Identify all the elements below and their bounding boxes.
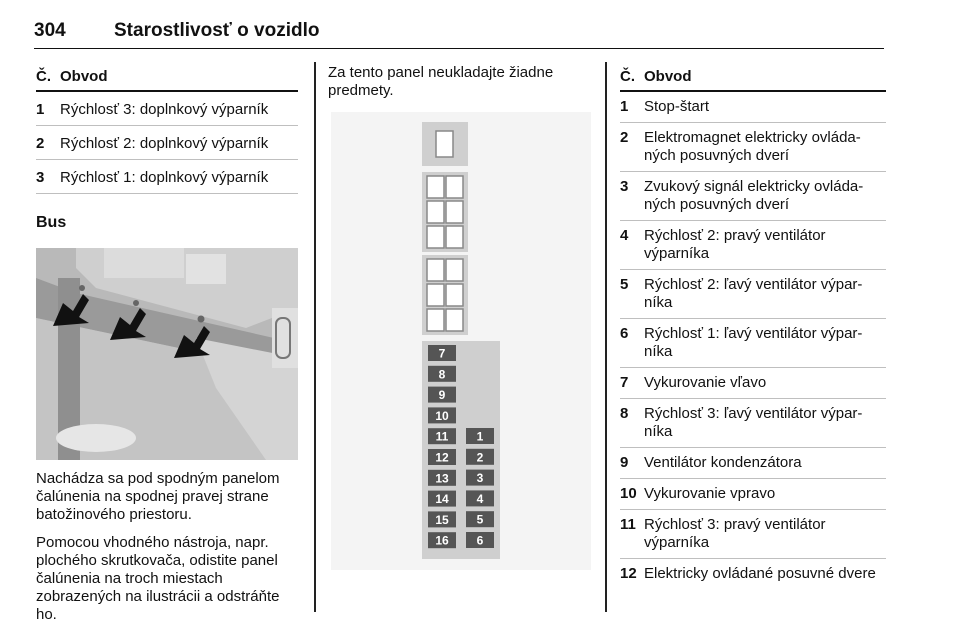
table-row: 2 Rýchlosť 2: doplnkový výparník	[36, 126, 298, 160]
row-number: 9	[620, 454, 629, 471]
middle-column: Za tento panel neukladajte žiadne predme…	[328, 64, 590, 100]
row-text: Rýchlosť 3: pravý ventilátor výparníka	[644, 516, 826, 551]
row-number: 7	[620, 374, 629, 391]
fuse-slot	[428, 532, 456, 549]
fuse-label: 8	[439, 367, 446, 381]
fuse-slot	[428, 511, 456, 528]
row-number: 3	[36, 169, 45, 186]
trim-panel-illustration	[36, 248, 298, 460]
fuse-label: 15	[435, 513, 449, 527]
row-number: 10	[620, 485, 637, 502]
row-number: 1	[36, 101, 45, 118]
col-num-header: Č.	[620, 68, 635, 85]
table-header: Č. Obvod	[36, 68, 298, 92]
row-number: 2	[36, 135, 45, 152]
row-number: 5	[620, 276, 629, 293]
row-text: Vykurovanie vpravo	[644, 485, 776, 502]
row-text: Elektromagnet elektricky ovláda-ných pos…	[644, 129, 861, 164]
fuse-slot	[428, 428, 456, 445]
page-title: Starostlivosť o vozidlo	[114, 20, 320, 41]
location-paragraph: Nachádza sa pod spodným panelom čalúneni…	[36, 470, 280, 523]
table-row: 5 Rýchlosť 2: ľavý ventilátor výpar-níka	[620, 270, 886, 319]
fuse-slot	[466, 469, 494, 486]
row-number: 2	[620, 129, 629, 146]
row-number: 1	[620, 98, 629, 115]
fuse-slot	[428, 469, 456, 486]
instruction-paragraph: Pomocou vhodného nástroja, napr. plochéh…	[36, 534, 280, 623]
row-number: 11	[620, 516, 636, 533]
fuse-label: 4	[477, 492, 484, 506]
fuse-label: 11	[436, 430, 449, 444]
fuse-label: 14	[435, 492, 449, 506]
fuse-slot	[466, 428, 494, 444]
row-text: Ventilátor kondenzátora	[644, 454, 802, 471]
row-text: Elektricky ovládané posuvné dvere	[644, 565, 876, 582]
row-number: 4	[620, 227, 629, 244]
fuse-slot	[466, 490, 494, 507]
table-row: 1 Rýchlosť 3: doplnkový výparník	[36, 92, 298, 126]
bus-heading: Bus	[36, 214, 67, 231]
fuse-label: 13	[435, 471, 449, 485]
right-column: Č. Obvod 1 Stop-štart 2 Elektromagnet elek…	[620, 64, 886, 589]
fuse-label: 3	[477, 471, 484, 485]
row-text: Rýchlosť 2: ľavý ventilátor výpar-níka	[644, 276, 863, 311]
fuse-label: 2	[477, 450, 484, 464]
page-number: 304	[34, 20, 66, 41]
row-number: 12	[620, 565, 637, 582]
fuse-slot	[466, 448, 494, 465]
fuse-slot	[428, 386, 456, 403]
table-row: 8 Rýchlosť 3: ľavý ventilátor výpar-níka	[620, 399, 886, 448]
table-row: 10 Vykurovanie vpravo	[620, 479, 886, 510]
col-circuit-header: Obvod	[60, 68, 108, 85]
table-row: 3 Rýchlosť 1: doplnkový výparník	[36, 160, 298, 194]
col-circuit-header: Obvod	[644, 68, 692, 85]
fuse-slot	[428, 345, 456, 361]
table-row: 4 Rýchlosť 2: pravý ventilátor výparníka	[620, 221, 886, 270]
row-number: 6	[620, 325, 629, 342]
column-divider	[314, 62, 316, 612]
row-text: Stop-štart	[644, 98, 710, 115]
row-text: Rýchlosť 1: ľavý ventilátor výpar-níka	[644, 325, 863, 360]
fuse-slot	[466, 511, 494, 528]
row-text: Rýchlosť 1: doplnkový výparník	[60, 169, 269, 186]
fuse-label: 1	[477, 430, 484, 444]
row-text: Vykurovanie vľavo	[644, 374, 767, 391]
table-row: 7 Vykurovanie vľavo	[620, 368, 886, 399]
table-row: 12 Elektricky ovládané posuvné dvere	[620, 559, 886, 589]
table-row: 9 Ventilátor kondenzátora	[620, 448, 886, 479]
fuse-label: 9	[439, 388, 446, 402]
row-text: Rýchlosť 2: pravý ventilátor výparníka	[644, 227, 826, 262]
row-text: Rýchlosť 3: ľavý ventilátor výpar-níka	[644, 405, 863, 440]
left-column: Č. Obvod 1 Rýchlosť 3: doplnkový výparní…	[36, 64, 298, 624]
fuse-label: 7	[439, 347, 446, 361]
table-row: 1 Stop-štart	[620, 92, 886, 123]
fuse-label: 6	[477, 534, 484, 548]
fuse-slot	[428, 449, 456, 465]
row-text: Rýchlosť 3: doplnkový výparník	[60, 101, 269, 118]
row-number: 8	[620, 405, 629, 422]
table-row: 11 Rýchlosť 3: pravý ventilátor výparníka	[620, 510, 886, 559]
table-header: Č. Obvod	[620, 68, 886, 92]
fuse-label: 12	[435, 451, 449, 465]
page-header: 304 Starostlivosť o vozidlo	[34, 20, 884, 49]
fuse-slot	[428, 407, 456, 424]
fuse-slot	[428, 490, 456, 507]
fuse-label: 5	[477, 513, 484, 527]
fuse-slot	[428, 365, 456, 382]
table-row: 2 Elektromagnet elektricky ovláda-ných po…	[620, 123, 886, 172]
table-row: 3 Zvukový signál elektricky ovláda-ných p…	[620, 172, 886, 221]
fuse-label: 16	[435, 534, 449, 548]
col-num-header: Č.	[36, 68, 51, 85]
row-text: Rýchlosť 2: doplnkový výparník	[60, 135, 269, 152]
fuse-label: 10	[435, 409, 449, 423]
column-divider	[605, 62, 607, 612]
warning-text: Za tento panel neukladajte žiadne predme…	[328, 64, 554, 99]
table-row: 6 Rýchlosť 1: ľavý ventilátor výpar-níka	[620, 319, 886, 368]
fuse-slot	[466, 532, 494, 548]
row-number: 3	[620, 178, 629, 195]
row-text: Zvukový signál elektricky ovláda-ných po…	[644, 178, 864, 213]
